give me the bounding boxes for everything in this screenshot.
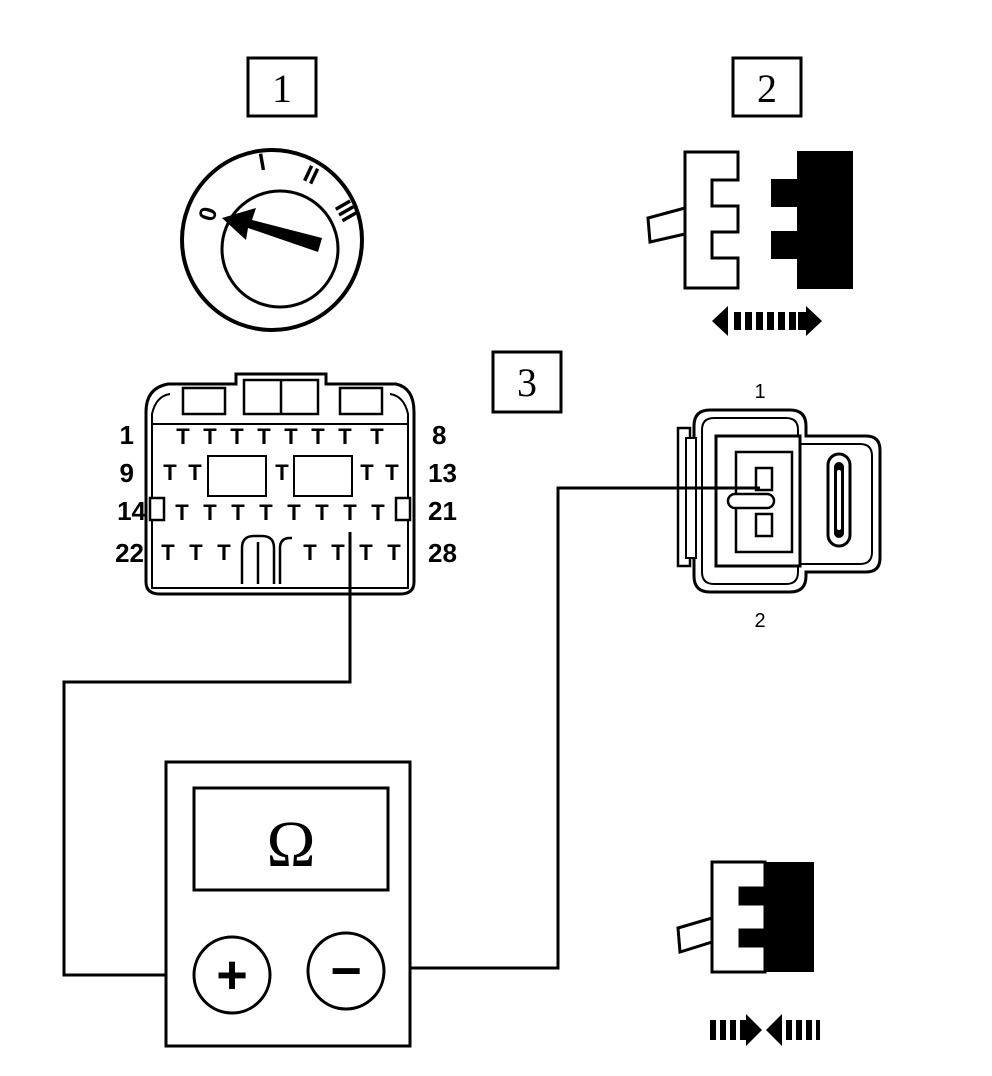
wire-positive — [62, 532, 352, 977]
ohm-display: Ω — [266, 808, 315, 881]
svg-text:T: T — [331, 540, 345, 565]
separate-arrow-icon — [712, 306, 822, 336]
svg-text:T: T — [163, 460, 177, 485]
svg-text:T: T — [387, 540, 401, 565]
sensor-connector: 1 2 — [676, 381, 882, 632]
plus-terminal: + — [192, 935, 272, 1015]
disconnect-symbol — [646, 150, 853, 336]
step-1-box: 1 — [246, 56, 318, 118]
svg-text:T: T — [371, 500, 385, 525]
svg-text:T: T — [303, 540, 317, 565]
svg-text:T: T — [231, 500, 245, 525]
svg-text:T: T — [230, 424, 244, 449]
plus-icon: + — [216, 945, 248, 1005]
ecu-connector: T T T T T T T T T T T T T T T T T T T T … — [115, 372, 457, 596]
reconnect-symbol — [676, 860, 820, 1046]
svg-text:T: T — [175, 500, 189, 525]
pin-label-8: 8 — [432, 420, 446, 450]
join-arrow-icon — [710, 1014, 820, 1046]
svg-text:T: T — [257, 424, 271, 449]
pin-row-1: T T T T T T T T — [176, 424, 384, 449]
pin-label-9: 9 — [120, 458, 134, 488]
pin-label-1: 1 — [120, 420, 134, 450]
pin-row-2: T T T T T — [163, 460, 399, 485]
svg-text:T: T — [275, 460, 289, 485]
svg-text:T: T — [189, 540, 203, 565]
step-3-label: 3 — [517, 360, 537, 405]
key-arrow-icon — [222, 208, 322, 252]
svg-text:T: T — [338, 424, 352, 449]
pin-label-13: 13 — [428, 458, 457, 488]
pin-label-22: 22 — [115, 538, 144, 568]
sensor-pin-label-2: 2 — [754, 610, 765, 632]
svg-text:T: T — [311, 424, 325, 449]
svg-text:T: T — [203, 500, 217, 525]
svg-text:T: T — [359, 540, 373, 565]
pin-label-21: 21 — [428, 496, 457, 526]
svg-text:T: T — [343, 500, 357, 525]
svg-text:T: T — [287, 500, 301, 525]
svg-text:T: T — [188, 460, 202, 485]
minus-terminal: − — [306, 931, 386, 1011]
svg-text:T: T — [259, 500, 273, 525]
svg-text:T: T — [217, 540, 231, 565]
pin-row-4: T T T T T T T — [161, 540, 401, 565]
svg-text:T: T — [385, 460, 399, 485]
step-2-label: 2 — [757, 66, 777, 111]
step-2-box: 2 — [731, 56, 803, 118]
step-1-label: 1 — [272, 66, 292, 111]
ignition-switch: 0 I II III — [180, 148, 364, 332]
multimeter: Ω + − — [164, 760, 412, 1048]
svg-text:T: T — [360, 460, 374, 485]
pin-label-14: 14 — [117, 496, 146, 526]
ignition-pos-1: I — [256, 149, 267, 177]
step-3-box: 3 — [491, 350, 563, 414]
pin-label-28: 28 — [428, 538, 457, 568]
svg-text:T: T — [161, 540, 175, 565]
pin-row-3: T T T T T T T T — [175, 500, 385, 525]
sensor-pin-label-1: 1 — [754, 381, 765, 403]
svg-text:T: T — [370, 424, 384, 449]
svg-text:T: T — [284, 424, 298, 449]
svg-text:T: T — [176, 424, 190, 449]
minus-icon: − — [330, 941, 362, 1001]
svg-text:T: T — [315, 500, 329, 525]
svg-text:T: T — [203, 424, 217, 449]
wire-negative — [384, 486, 760, 970]
